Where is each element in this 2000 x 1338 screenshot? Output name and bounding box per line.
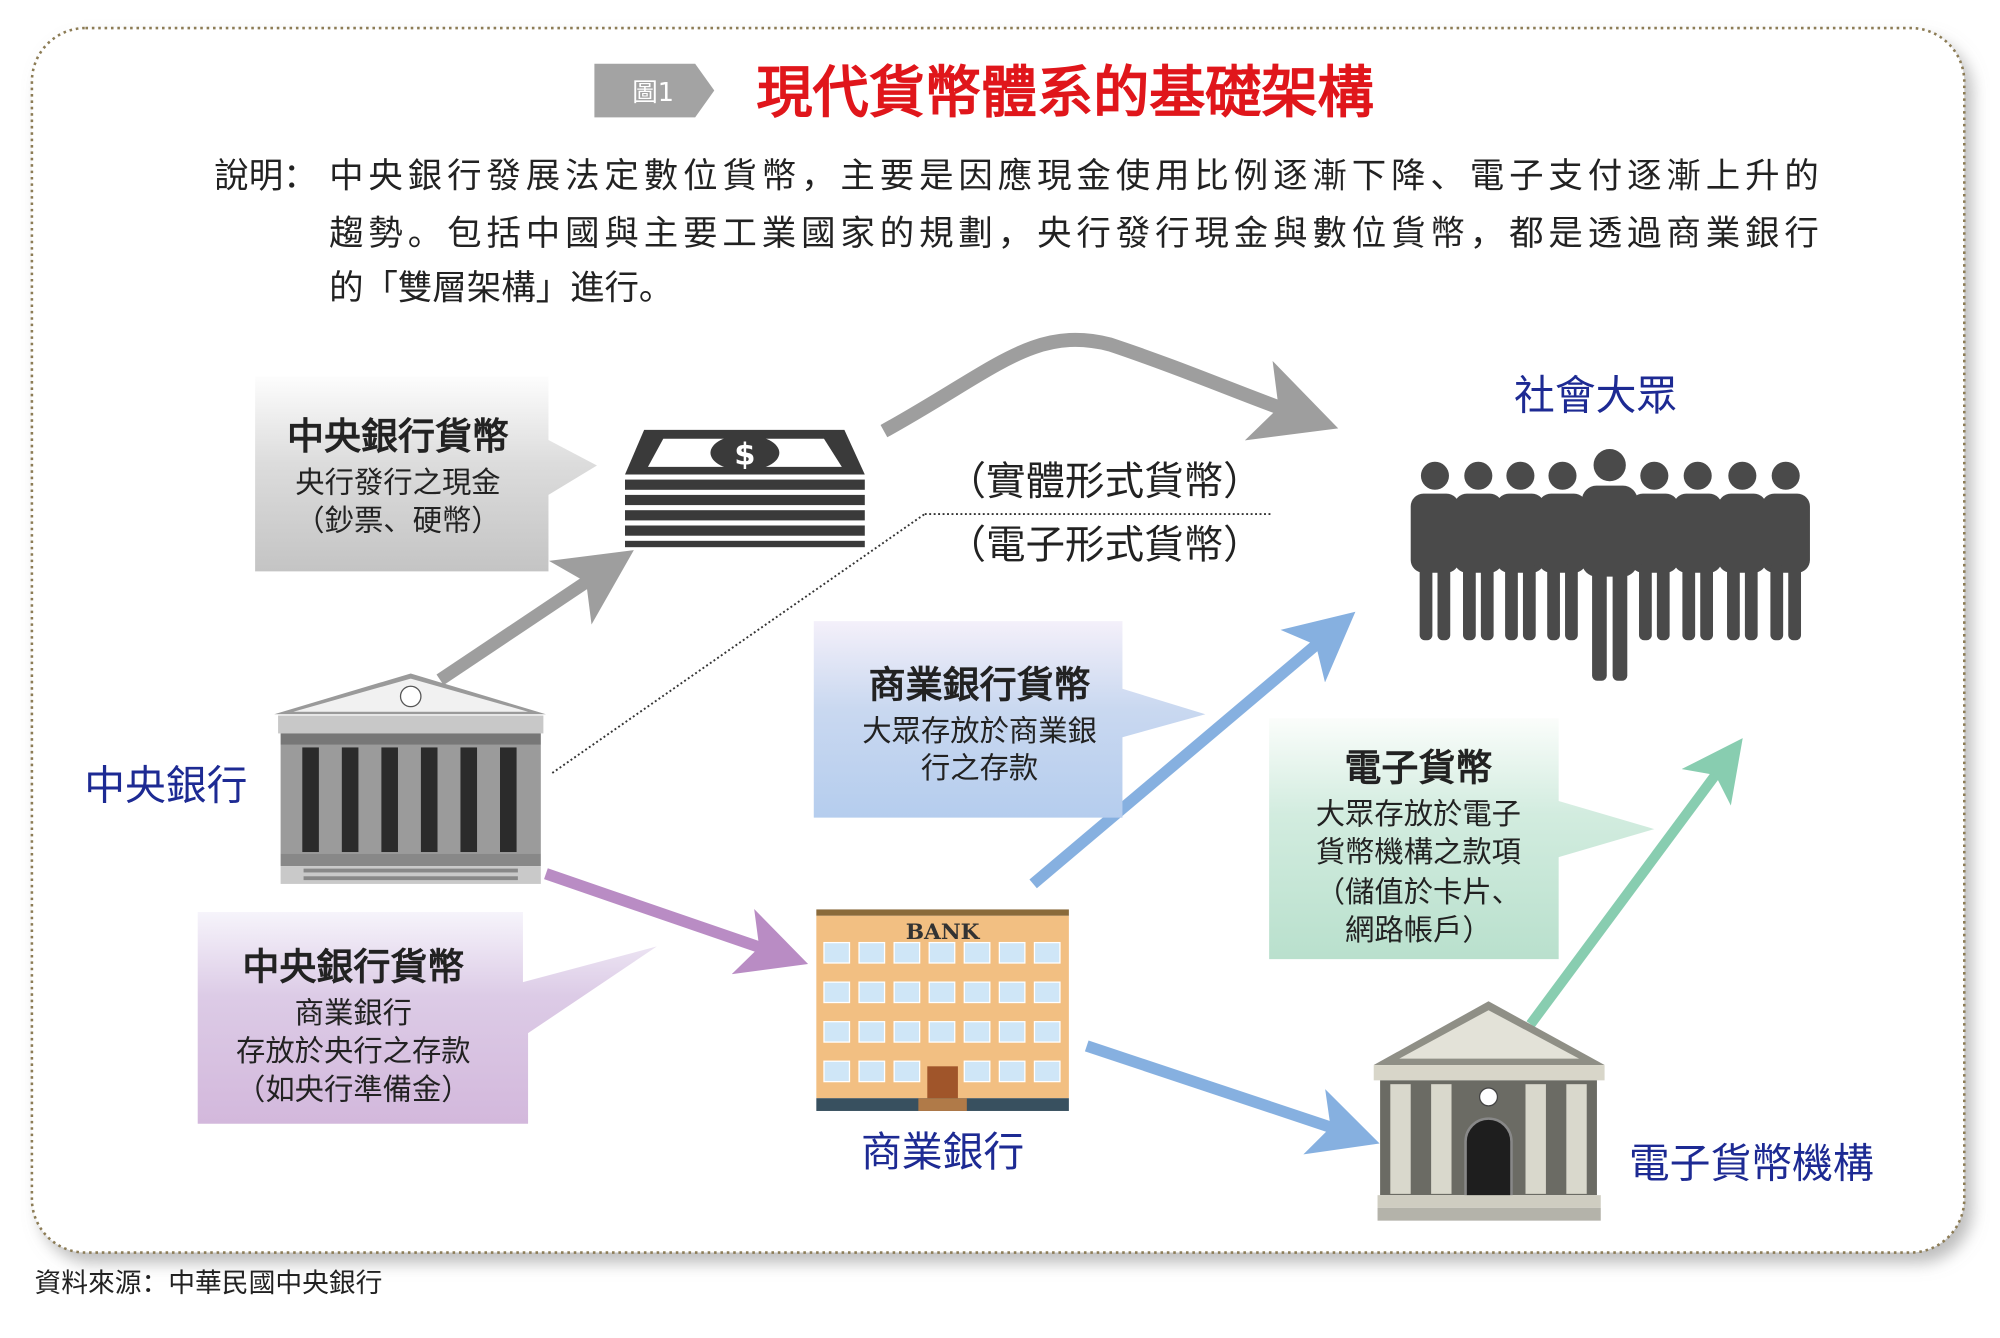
arrow-central-bank-to-bank	[544, 868, 809, 975]
svg-text:$: $	[734, 437, 755, 472]
emoney-institution-building-icon	[1373, 1001, 1605, 1221]
person-figure	[1496, 461, 1545, 641]
arrow-bank-to-emoney	[1084, 1040, 1380, 1155]
window	[963, 941, 991, 964]
cash-stack-icon: $	[625, 429, 865, 548]
commercial-bank-building-icon: BANK	[816, 909, 1069, 1111]
callout-bank-deposits: 商業銀行貨幣 大眾存放於商業銀 行之存款	[813, 621, 1206, 818]
person-figure	[1410, 461, 1460, 641]
window	[998, 1060, 1026, 1083]
window	[858, 1021, 886, 1043]
person-figure	[1718, 461, 1767, 641]
physical-form-label: （實體形式貨幣）	[946, 459, 1262, 505]
window	[893, 1021, 921, 1043]
column	[420, 747, 438, 853]
window	[858, 941, 886, 964]
public-label: 社會大眾	[1514, 371, 1677, 419]
window	[928, 1021, 956, 1043]
person-figure	[1581, 448, 1638, 681]
column	[460, 747, 478, 853]
window	[1033, 941, 1061, 964]
window	[928, 941, 956, 964]
window	[928, 981, 956, 1004]
callout-title: 中央銀行貨幣	[242, 945, 464, 989]
window	[1033, 1021, 1061, 1043]
description-prefix: 說明：	[214, 156, 317, 196]
column	[381, 747, 398, 853]
central-bank-building-icon	[274, 673, 546, 884]
arrow-bank-to-public	[1029, 611, 1356, 889]
callout-line: 央行發行之現金	[295, 465, 500, 499]
callout-reserves: 中央銀行貨幣 商業銀行 存放於央行之存款 （如央行準備金）	[197, 911, 657, 1124]
bank-sign: BANK	[906, 920, 981, 945]
person-figure	[1538, 461, 1587, 641]
window	[998, 981, 1026, 1004]
window	[823, 1021, 851, 1043]
commercial-bank-label: 商業銀行	[861, 1128, 1024, 1176]
callout-line: 存放於央行之存款	[236, 1034, 471, 1068]
window	[963, 981, 991, 1004]
window	[858, 981, 886, 1004]
callout-line: 網路帳戶）	[1345, 913, 1492, 947]
electronic-form-label: （電子形式貨幣）	[946, 523, 1262, 569]
callout-title: 商業銀行貨幣	[869, 663, 1091, 707]
callout-line: 貨幣機構之款項	[1316, 835, 1521, 869]
arrow-emoney-to-public	[1526, 738, 1743, 1028]
callout-line: （如央行準備金）	[236, 1072, 471, 1106]
window	[963, 1060, 991, 1083]
callout-cash: 中央銀行貨幣 央行發行之現金 （鈔票、硬幣）	[255, 376, 597, 572]
page-title: 現代貨幣體系的基礎架構	[756, 60, 1373, 126]
window	[858, 1060, 886, 1083]
callout-emoney: 電子貨幣 大眾存放於電子 貨幣機構之款項 （儲值於卡片、 網路帳戶）	[1269, 718, 1655, 960]
window	[1033, 1060, 1061, 1083]
central-bank-label: 中央銀行	[84, 762, 247, 810]
column	[500, 747, 517, 853]
window	[893, 941, 921, 964]
emoney-institution-label: 電子貨幣機構	[1629, 1139, 1874, 1187]
window	[1033, 981, 1061, 1004]
arrow-cash-to-public	[880, 332, 1339, 441]
callout-line: 商業銀行	[295, 996, 412, 1030]
source-note: 資料來源：中華民國中央銀行	[34, 1268, 382, 1299]
window	[823, 941, 851, 964]
window	[998, 941, 1026, 964]
callout-line: （儲值於卡片、	[1316, 875, 1521, 909]
person-figure	[1673, 461, 1722, 641]
callout-line: （鈔票、硬幣）	[295, 504, 500, 538]
person-figure	[1454, 461, 1503, 641]
callout-line: 行之存款	[921, 751, 1038, 785]
description-line: 的「雙層架構」進行。	[329, 269, 673, 309]
callout-line: 大眾存放於商業銀	[862, 714, 1097, 748]
arrow-central-bank-to-cash	[436, 550, 634, 686]
window	[893, 1060, 921, 1083]
callout-title: 中央銀行貨幣	[287, 414, 509, 458]
public-people-icon	[1410, 448, 1810, 681]
window	[963, 1021, 991, 1043]
figure-badge: 圖1	[594, 63, 715, 118]
window	[998, 1021, 1026, 1043]
person-figure	[1630, 461, 1679, 641]
person-figure	[1761, 461, 1810, 641]
window	[823, 1060, 851, 1083]
column	[341, 747, 359, 853]
figure-number: 圖1	[632, 78, 674, 108]
callout-line: 大眾存放於電子	[1316, 797, 1521, 831]
window	[893, 981, 921, 1004]
callout-title: 電子貨幣	[1344, 746, 1492, 790]
column	[302, 747, 319, 853]
window	[823, 981, 851, 1004]
